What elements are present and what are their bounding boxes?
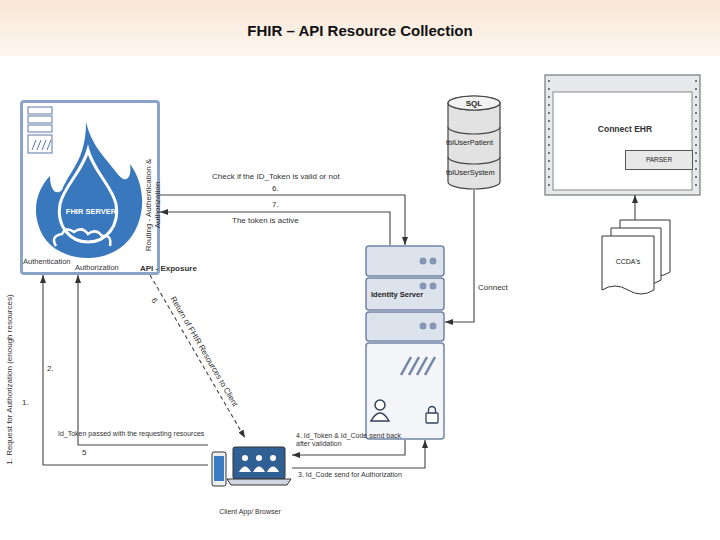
flow-arrow <box>445 190 474 322</box>
user-icon-head <box>270 455 276 461</box>
node-text: Authentication <box>23 258 83 267</box>
server-hatch <box>32 140 51 150</box>
user-icon-head <box>375 400 385 410</box>
server-led <box>420 258 427 265</box>
identity-server-outline <box>365 245 445 440</box>
callout-number: 6 <box>149 296 159 304</box>
node-text: Authorization <box>75 264 131 273</box>
edge-label: Id_Token passed with the requesting reso… <box>58 430 228 438</box>
lock-shackle <box>429 407 436 414</box>
cloud-base <box>54 229 110 246</box>
flow-arrow <box>634 195 635 220</box>
server-unit <box>366 312 444 341</box>
flow-arrow <box>292 440 405 455</box>
ehr-window-frame <box>545 75 700 195</box>
callout-number: 1. <box>22 398 29 407</box>
edge-label: 1. Request for Authorization (enough res… <box>5 265 14 495</box>
edge-label: Connect <box>478 283 518 292</box>
edge-label: The token is active <box>232 216 352 225</box>
flow-arrow <box>160 195 405 245</box>
user-icon-body <box>239 467 279 473</box>
edge-label: Return of FHIR Resources to Client <box>157 276 250 428</box>
identity-server: Identity Server <box>365 245 445 440</box>
lock-icon <box>426 413 438 423</box>
server-led <box>430 258 437 265</box>
user-icon-head <box>242 455 248 461</box>
client-device: Client App/ Browser <box>208 438 292 520</box>
phone-icon <box>212 452 226 486</box>
node-title: SQL <box>446 99 502 108</box>
node-text: tblUserPatient <box>446 139 508 148</box>
diagram-title: FHIR – API Resource Collection <box>0 22 720 39</box>
callout-number: 7. <box>272 200 279 209</box>
phone-screen <box>214 456 224 481</box>
flow-arrow <box>160 212 390 245</box>
callout-number: 6. <box>272 184 279 193</box>
server-unit <box>366 246 444 276</box>
laptop-screen <box>233 447 285 479</box>
flame-logo <box>36 122 142 258</box>
user-icon-body <box>371 413 389 421</box>
server-rack-box <box>28 135 52 153</box>
server-rack-unit <box>28 125 52 132</box>
server-led <box>430 283 437 290</box>
flow-arrow <box>78 275 208 445</box>
server-rack-unit <box>28 107 52 114</box>
callout-number: 5 <box>82 448 86 457</box>
document-page <box>602 236 654 294</box>
node-title: Connect EHR <box>575 125 675 135</box>
user-icon-head <box>256 455 262 461</box>
edge-label: 3. Id_Code send for Authorization <box>298 471 448 479</box>
node-text: tblUserSystem <box>446 169 508 178</box>
server-led <box>420 283 427 290</box>
edge-label: 4. Id_Token & Id_Code send back after va… <box>296 432 408 448</box>
server-rack-unit <box>28 116 52 123</box>
server-cabinet <box>366 343 444 439</box>
node-text: Routing - Authentication & Authorization <box>144 155 162 255</box>
flow-arrow <box>43 275 208 465</box>
flow-arrow <box>292 440 425 468</box>
database-cylinder: SQLtblUserPatienttblUserSystem <box>446 95 502 190</box>
edge-label: Check if the ID_Token is valid or not <box>212 172 402 181</box>
server-box: FHIR SERVER Routing - Authentication & Au… <box>20 100 160 275</box>
node-title: FHIR SERVER <box>59 208 123 217</box>
ehr-window-pane <box>553 92 692 190</box>
ehr-window-perforation <box>549 80 696 190</box>
parser-box: PARSER <box>625 150 693 170</box>
laptop-base <box>227 479 291 485</box>
dashed-arrow <box>150 275 245 438</box>
node-text: API - Exposure <box>140 264 215 273</box>
callout-number: 2. <box>47 364 54 373</box>
node-title: Identity Server <box>371 291 441 300</box>
server-led <box>430 323 437 330</box>
server-led <box>420 323 427 330</box>
document-stack: CCDA's <box>598 220 673 298</box>
server-unit <box>366 278 444 310</box>
server-hatch <box>401 357 435 375</box>
node-title: PARSER <box>626 156 692 163</box>
node-title: Client App/ Browser <box>208 508 292 516</box>
ehr-system-box: Connect EHR PARSER <box>545 75 700 195</box>
title-band <box>0 0 720 56</box>
node-title: CCDA's <box>608 258 648 266</box>
